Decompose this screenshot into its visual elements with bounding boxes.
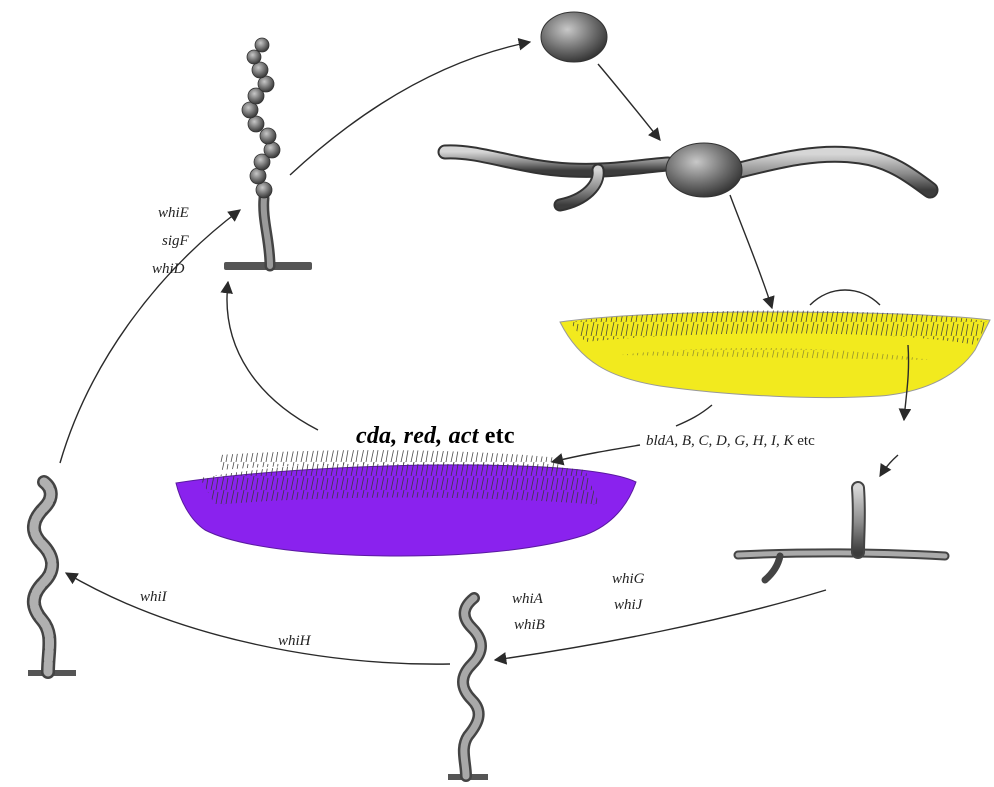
antibiotics-etc: etc [485,423,515,449]
gene-label-whiH: whiH [278,634,311,649]
antibiotic-mycelium [176,450,636,556]
gene-label-whiJ: whiJ [614,598,642,613]
arrow-antibiotics-to-aerial [227,282,318,430]
arrow-chain-to-aerial [60,210,240,463]
arrow-to-young-hypha [880,455,898,476]
bld-genes-label: bldA, B, C, D, G, H, I, K etc [646,434,815,449]
antibiotics-label: cda, red, act etc [356,424,515,448]
gene-label-whiI: whiI [140,590,167,605]
aerial-spore-chain [224,38,312,270]
gene-label-whiB: whiB [514,618,545,633]
vegetative-mycelium [560,310,990,397]
gene-label-whiE: whiE [158,206,189,221]
arrow-mycelium-loop [810,290,880,305]
germinating-spore [445,143,930,205]
gene-label-sigF: sigF [162,234,189,249]
gene-label-whiD: whiD [152,262,185,277]
arrow-coil-to-chain [66,573,450,664]
septated-spore-chain [28,482,76,676]
free-spore [541,12,607,62]
young-aerial-hypha [738,488,945,580]
gene-label-whiG: whiG [612,572,645,587]
gene-label-whiA: whiA [512,592,543,607]
bld-etc: etc [797,433,814,449]
arrow-spore-to-germination [598,64,660,140]
antibiotics-names: cda, red, act [356,423,479,449]
arrow-to-antibiotics [552,445,640,462]
coiling-aerial-hypha [448,598,488,780]
arrow-germination-to-mycelium [730,195,772,308]
bld-genes: bldA, B, C, D, G, H, I, K [646,433,794,449]
arrow-yellow-to-antibiotics [676,405,712,426]
